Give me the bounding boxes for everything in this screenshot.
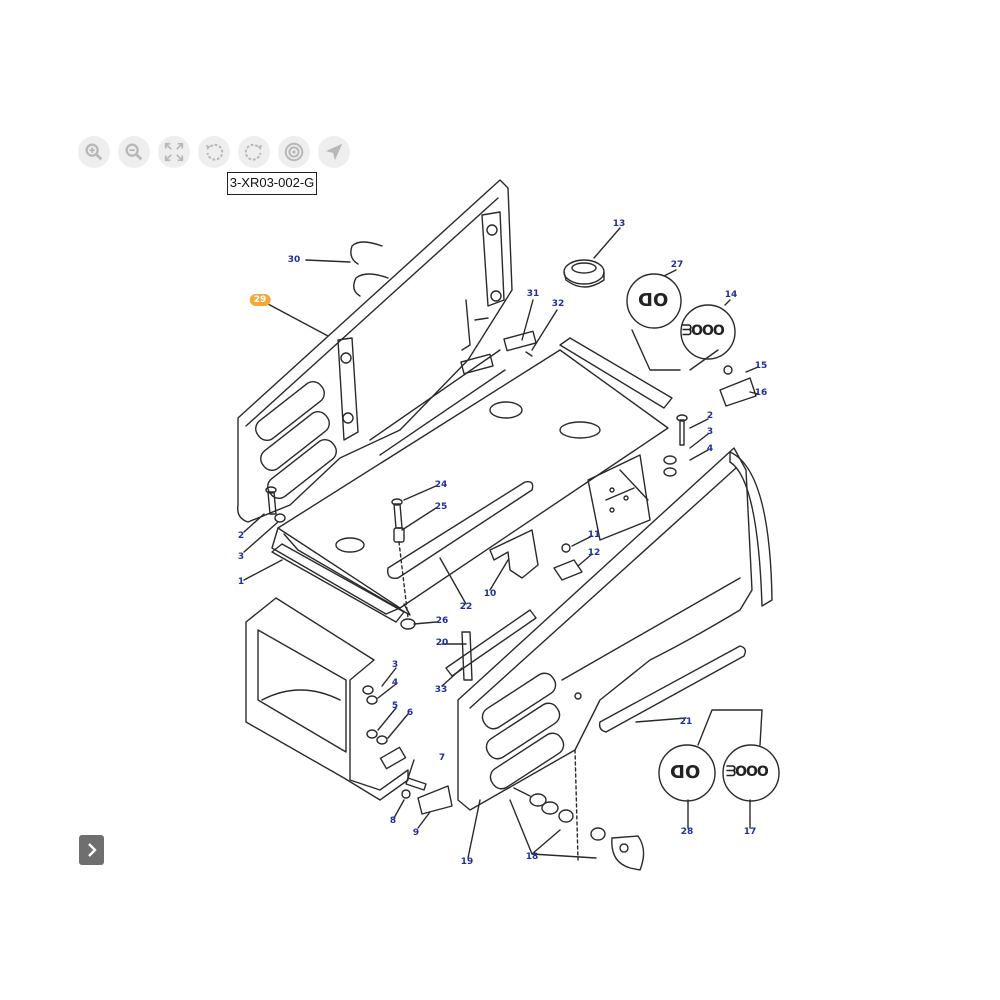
callout-13[interactable]: 13 <box>612 219 626 229</box>
callout-28[interactable]: 28 <box>680 827 694 837</box>
center-top-panel <box>271 349 669 616</box>
callout-21[interactable]: 21 <box>679 717 693 727</box>
callout-8[interactable]: 8 <box>389 816 397 826</box>
callout-3-right[interactable]: 3 <box>706 427 714 437</box>
zoom-out-icon <box>125 143 143 161</box>
fit-screen-button[interactable] <box>158 136 190 168</box>
callout-27[interactable]: 27 <box>670 260 684 270</box>
callout-24[interactable]: 24 <box>434 480 448 490</box>
badge-left-bottom: ᗡO <box>670 762 701 783</box>
badge-left-top: ᗡO <box>638 290 669 311</box>
callout-20[interactable]: 20 <box>435 638 449 648</box>
callout-18[interactable]: 18 <box>525 852 539 862</box>
rotate-right-icon <box>244 143 263 161</box>
rotate-right-button[interactable] <box>238 136 270 168</box>
callout-3-lower[interactable]: 3 <box>391 660 399 670</box>
callout-3-left[interactable]: 3 <box>237 552 245 562</box>
fit-screen-icon <box>164 142 184 162</box>
callout-1[interactable]: 1 <box>237 577 245 587</box>
callout-31[interactable]: 31 <box>526 289 540 299</box>
callout-11[interactable]: 11 <box>587 530 601 540</box>
callout-29-highlighted[interactable]: 29 <box>249 294 271 306</box>
callout-17[interactable]: 17 <box>743 827 757 837</box>
callout-22[interactable]: 22 <box>459 602 473 612</box>
callout-2-left[interactable]: 2 <box>237 531 245 541</box>
callout-6[interactable]: 6 <box>406 708 414 718</box>
badge-right-bottom: ᗱOOO <box>726 764 769 780</box>
callout-33[interactable]: 33 <box>434 685 448 695</box>
callout-15[interactable]: 15 <box>754 361 768 371</box>
panel-clips <box>350 241 389 297</box>
callout-30[interactable]: 30 <box>287 255 301 265</box>
viewer-toolbar <box>78 136 350 168</box>
callout-4-lower[interactable]: 4 <box>391 678 399 688</box>
zoom-in-icon <box>85 143 103 161</box>
zoom-in-button[interactable] <box>78 136 110 168</box>
callout-25[interactable]: 25 <box>434 502 448 512</box>
rotate-left-icon <box>205 143 224 161</box>
left-side-panel <box>237 179 513 523</box>
lower-frame <box>245 597 409 801</box>
filler-cap <box>563 259 605 288</box>
navigate-button[interactable] <box>318 136 350 168</box>
callout-4-right[interactable]: 4 <box>706 444 714 454</box>
badge-right-top: ᗱOOO <box>682 323 725 339</box>
target-button[interactable] <box>278 136 310 168</box>
navigate-icon <box>325 143 343 161</box>
target-icon <box>284 142 304 162</box>
zoom-out-button[interactable] <box>118 136 150 168</box>
callout-9[interactable]: 9 <box>412 828 420 838</box>
callout-19[interactable]: 19 <box>460 857 474 867</box>
callout-32[interactable]: 32 <box>551 299 565 309</box>
expand-panel-button[interactable] <box>79 835 104 865</box>
callout-16[interactable]: 16 <box>754 388 768 398</box>
callout-10[interactable]: 10 <box>483 589 497 599</box>
chevron-right-icon <box>87 843 97 857</box>
callout-2-right[interactable]: 2 <box>706 411 714 421</box>
callout-26[interactable]: 26 <box>435 616 449 626</box>
drawing-id-label: 3-XR03-002-G <box>227 172 317 195</box>
right-side-panel <box>457 447 753 861</box>
callout-5[interactable]: 5 <box>391 701 399 711</box>
callout-12[interactable]: 12 <box>587 548 601 558</box>
callout-7[interactable]: 7 <box>438 753 446 763</box>
rotate-left-button[interactable] <box>198 136 230 168</box>
callout-14[interactable]: 14 <box>724 290 738 300</box>
